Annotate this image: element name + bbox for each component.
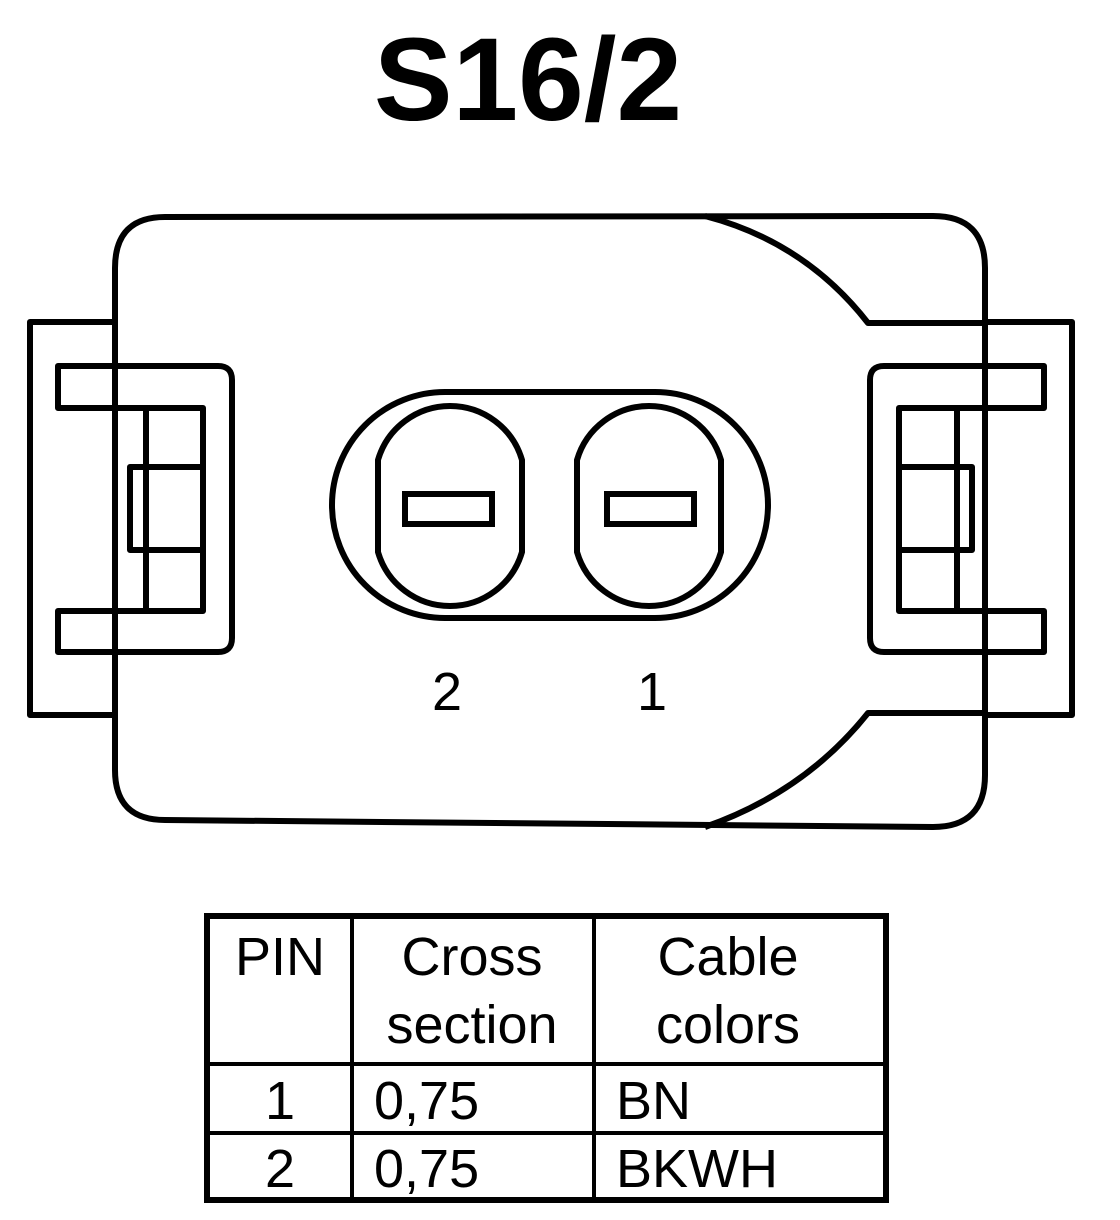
pin-2-terminal (375, 403, 525, 609)
connector-housing (27, 213, 1075, 830)
table-header-cable: Cable (657, 927, 798, 987)
table-header-colors: colors (656, 995, 800, 1055)
table-cell-pin: 1 (265, 1071, 295, 1131)
table-cell-cross-section: 0,75 (374, 1139, 479, 1199)
pin-1-terminal (574, 403, 724, 609)
pin-label-2: 2 (432, 662, 462, 722)
table-header-pin: PIN (235, 927, 325, 987)
diagram-title: S16/2 (374, 14, 682, 146)
pin-table: PIN Cross section Cable colors 1 0,75 BN… (204, 913, 889, 1203)
pin-label-1: 1 (637, 662, 667, 722)
table-header-cross: Cross (401, 927, 542, 987)
table-cell-color: BKWH (616, 1139, 778, 1199)
table-header-section: section (386, 995, 557, 1055)
table-cell-color: BN (616, 1071, 691, 1131)
table-cell-cross-section: 0,75 (374, 1071, 479, 1131)
pin-cavity (329, 389, 771, 621)
table-cell-pin: 2 (265, 1139, 295, 1199)
